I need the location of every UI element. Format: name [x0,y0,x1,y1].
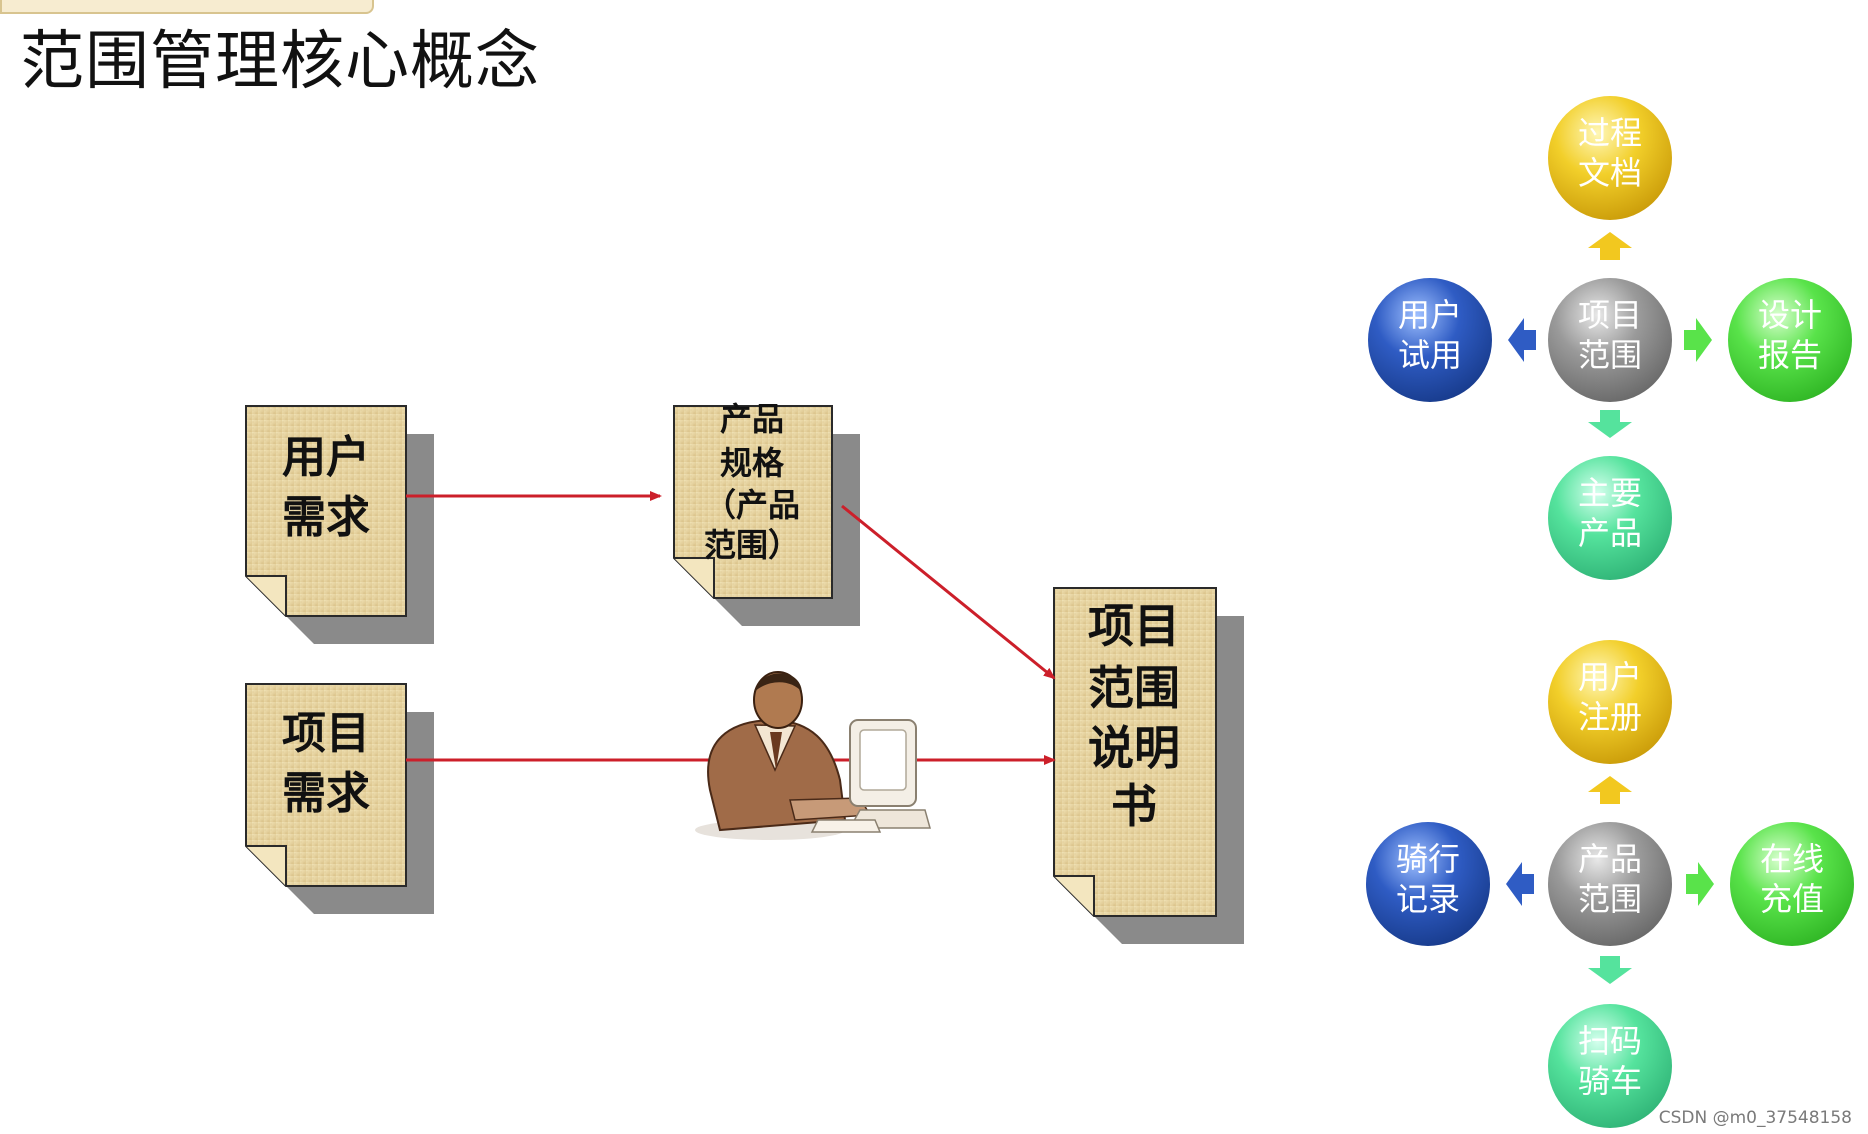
scope-center-line-2: 范围 [1578,336,1642,374]
arrow-down-icon [1588,410,1632,438]
scope-right-line-2: 报告 [1758,336,1822,374]
product-top-line-1: 用户 [1578,658,1642,696]
scope-top-line-2: 文档 [1578,154,1642,192]
user-req-line-2: 需求 [282,492,370,543]
project-req-line-2: 需求 [282,768,370,819]
scope-bottom-line-1: 主要 [1578,474,1642,512]
scope-bottom-line-2: 产品 [1578,514,1642,552]
ride-record-bubble [1366,822,1490,946]
scope-center-line-1: 项目 [1578,296,1642,334]
product-right-line-2: 充值 [1760,880,1824,918]
project-requirements-doc: 项目 需求 [245,683,434,914]
arrow-product-spec-to-scope-statement [841,504,1056,680]
product-left-line-1: 骑行 [1396,840,1460,878]
main-product-bubble [1548,456,1672,580]
user-req-line-1: 用户 [282,432,370,483]
product-spec-doc: 产品 规格 （产品 范围） [673,400,860,626]
person-at-computer-icon [695,671,931,840]
scope-statement-line-3: 说明 [1088,721,1180,775]
product-top-line-2: 注册 [1578,698,1642,736]
watermark: CSDN @m0_37548158 [1658,1108,1852,1128]
user-trial-bubble [1368,278,1492,402]
scope-statement-doc: 项目 范围 说明 书 [1053,587,1244,944]
product-spec-line-2: 规格 [720,444,785,482]
project-scope-center-bubble [1548,278,1672,402]
scope-statement-line-1: 项目 [1088,599,1180,653]
scope-left-line-1: 用户 [1398,296,1462,334]
arrow-up-icon [1588,232,1632,260]
header-tab-decoration [0,0,374,14]
online-recharge-bubble [1730,822,1854,946]
scope-statement-line-4: 书 [1111,779,1157,833]
project-scope-cluster: 项目 范围 过程 文档 用户 试用 设计 报告 主要 产品 [1368,96,1852,580]
product-spec-line-1: 产品 [720,400,784,438]
product-center-line-1: 产品 [1578,840,1642,878]
user-register-bubble [1548,640,1672,764]
arrow-right-icon [1684,318,1712,362]
scan-ride-bubble [1548,1004,1672,1128]
product-bottom-line-2: 骑车 [1578,1062,1642,1100]
product-spec-line-3: （产品 [704,486,800,524]
process-doc-bubble [1548,96,1672,220]
scope-top-line-1: 过程 [1578,114,1642,152]
arrow-up-icon [1588,776,1632,804]
product-bottom-line-1: 扫码 [1578,1022,1642,1060]
product-spec-line-4: 范围） [704,526,800,564]
scope-right-line-1: 设计 [1758,296,1822,334]
arrow-right-icon [1686,862,1714,906]
scope-statement-line-2: 范围 [1088,661,1180,715]
scope-left-line-2: 试用 [1398,336,1462,374]
project-req-line-1: 项目 [282,708,370,759]
product-scope-cluster: 产品 范围 用户 注册 骑行 记录 在线 充值 扫码 骑车 [1366,640,1854,1128]
product-scope-center-bubble [1548,822,1672,946]
arrow-left-icon [1508,318,1536,362]
page-title: 范围管理核心概念 [20,25,540,99]
product-right-line-1: 在线 [1760,840,1824,878]
product-left-line-2: 记录 [1396,880,1460,918]
design-report-bubble [1728,278,1852,402]
arrow-left-icon [1506,862,1534,906]
user-requirements-doc: 用户 需求 [245,405,434,644]
arrow-down-icon [1588,956,1632,984]
product-center-line-2: 范围 [1578,880,1642,918]
